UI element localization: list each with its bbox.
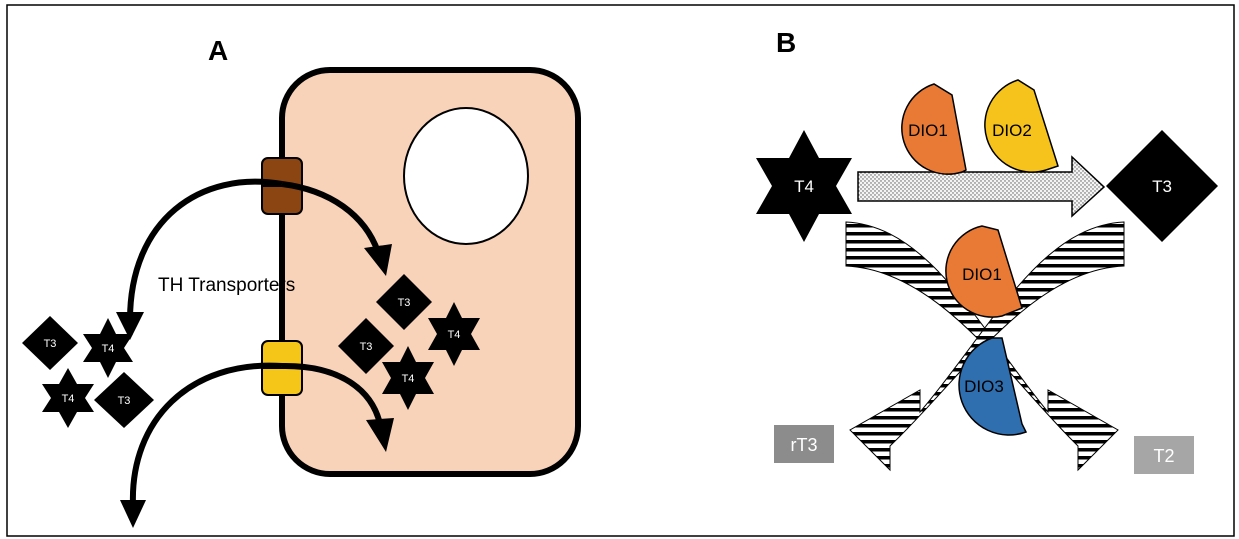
- dio1-enzyme-top: DIO1: [901, 83, 967, 175]
- th-transporters-label: TH Transporters: [158, 275, 295, 296]
- inactivation-arrows: [845, 221, 1125, 472]
- influx-arrow-top: [281, 181, 381, 254]
- dio2-enzyme-top: DIO2: [984, 79, 1059, 173]
- dio1-enzyme-middle: DIO1: [945, 225, 1023, 318]
- svg-text:T4: T4: [448, 329, 461, 341]
- inside-molecule-t3: T3: [338, 318, 394, 374]
- outside-molecule-t3: T3: [22, 316, 78, 370]
- efflux-arrow-top: [127, 178, 283, 321]
- inside-molecule-t4: T4: [382, 346, 434, 410]
- svg-text:T2: T2: [1153, 446, 1174, 466]
- svg-text:T4: T4: [62, 393, 75, 405]
- t4-hexagram: T4: [756, 130, 852, 242]
- activation-arrow: [857, 155, 1106, 218]
- svg-text:rT3: rT3: [791, 435, 818, 455]
- svg-text:T3: T3: [118, 395, 131, 407]
- svg-text:DIO1: DIO1: [908, 121, 948, 140]
- cell-nucleus: [403, 107, 529, 245]
- outside-molecule-t4: T4: [42, 368, 94, 428]
- outside-molecule-t4: T4: [83, 318, 133, 378]
- svg-text:T4: T4: [102, 343, 115, 355]
- t2-output: T2: [1134, 436, 1194, 474]
- svg-text:DIO3: DIO3: [964, 377, 1004, 396]
- panel-b-label: B: [776, 27, 796, 58]
- influx-arrow-bottom: [281, 362, 383, 425]
- svg-text:T3: T3: [360, 341, 373, 353]
- t3-label: T3: [1152, 177, 1172, 196]
- outside-molecule-t3: T3: [94, 372, 154, 428]
- svg-text:DIO1: DIO1: [962, 265, 1002, 284]
- dio3-enzyme: DIO3: [958, 337, 1028, 436]
- inside-molecule-t3: T3: [376, 274, 432, 330]
- efflux-arrow-bottom: [129, 362, 283, 506]
- t4-label: T4: [794, 177, 814, 196]
- svg-text:T4: T4: [402, 373, 415, 385]
- svg-text:DIO2: DIO2: [992, 121, 1032, 140]
- svg-text:T3: T3: [44, 338, 57, 350]
- svg-text:T3: T3: [398, 297, 411, 309]
- panel-a-label: A: [208, 35, 228, 66]
- t3-diamond: T3: [1106, 130, 1218, 242]
- figure-frame: [6, 4, 1235, 537]
- rt3-output: rT3: [774, 425, 834, 463]
- inside-molecule-t4: T4: [428, 302, 480, 366]
